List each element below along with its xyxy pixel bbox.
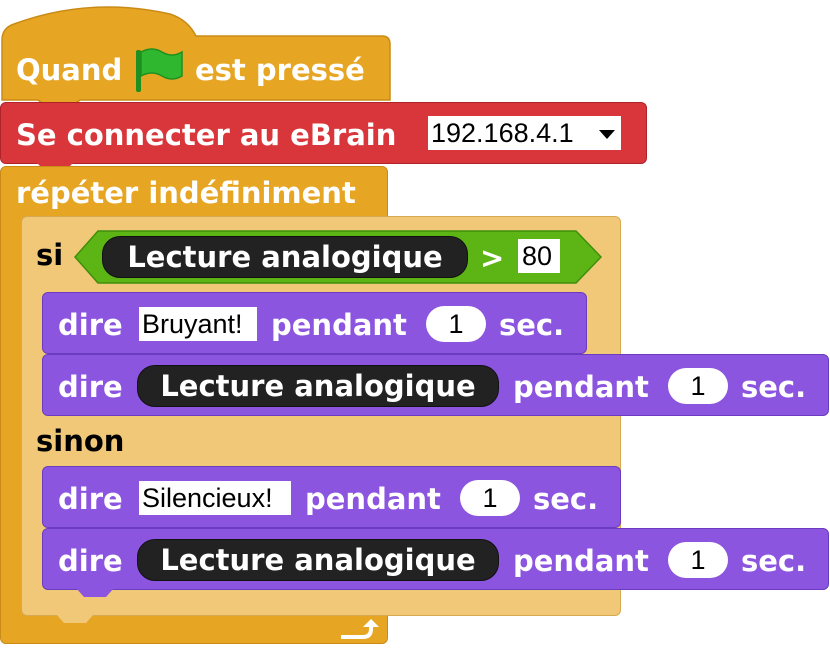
- duration-input[interactable]: 1: [426, 306, 486, 342]
- else-label: sinon: [36, 424, 125, 458]
- analog-read-reporter[interactable]: Lecture analogique: [137, 365, 499, 407]
- operator-symbol: >: [480, 241, 505, 275]
- unit-label: sec.: [533, 482, 599, 516]
- say-block[interactable]: dire Bruyant! pendant 1 sec.: [42, 292, 587, 354]
- unit-label: sec.: [499, 308, 565, 342]
- connect-label: Se connecter au eBrain: [16, 118, 397, 152]
- threshold-input[interactable]: 80: [518, 239, 560, 273]
- loop-arrow-icon: [341, 619, 379, 639]
- ip-value: 192.168.4.1: [431, 118, 574, 148]
- say-block[interactable]: dire Lecture analogique pendant 1 sec.: [42, 354, 829, 416]
- hat-label-quand: Quand: [16, 53, 123, 87]
- say-label: dire: [58, 370, 123, 404]
- green-flag-icon: [136, 48, 183, 92]
- say-label: dire: [58, 544, 123, 578]
- hat-block-shape: [1, 6, 391, 107]
- duration-input[interactable]: 1: [668, 542, 728, 578]
- if-notch: [56, 614, 94, 623]
- for-label: pendant: [271, 308, 407, 342]
- hat-label-est-presse: est pressé: [195, 53, 365, 87]
- if-label: si: [36, 238, 64, 272]
- connect-ebrain-block[interactable]: Se connecter au eBrain 192.168.4.1: [0, 102, 647, 164]
- for-label: pendant: [305, 482, 441, 516]
- when-flag-clicked-block[interactable]: Quand est pressé: [0, 36, 392, 102]
- duration-input[interactable]: 1: [668, 368, 728, 404]
- ip-dropdown[interactable]: 192.168.4.1: [428, 116, 621, 150]
- duration-input[interactable]: 1: [460, 480, 520, 516]
- say-block[interactable]: dire Lecture analogique pendant 1 sec.: [42, 528, 829, 590]
- say-label: dire: [58, 482, 123, 516]
- for-label: pendant: [513, 544, 649, 578]
- analog-read-reporter[interactable]: Lecture analogique: [102, 236, 468, 278]
- greater-than-condition[interactable]: Lecture analogique > 80: [74, 230, 604, 284]
- message-input[interactable]: Silencieux!: [139, 481, 291, 515]
- for-label: pendant: [513, 370, 649, 404]
- message-input[interactable]: Bruyant!: [139, 307, 257, 341]
- unit-label: sec.: [741, 544, 807, 578]
- analog-read-reporter[interactable]: Lecture analogique: [137, 539, 499, 581]
- chevron-down-icon: [599, 130, 615, 139]
- forever-label: répéter indéfiniment: [16, 176, 356, 210]
- say-notch: [76, 588, 114, 597]
- unit-label: sec.: [741, 370, 807, 404]
- say-label: dire: [58, 308, 123, 342]
- say-block[interactable]: dire Silencieux! pendant 1 sec.: [42, 466, 621, 528]
